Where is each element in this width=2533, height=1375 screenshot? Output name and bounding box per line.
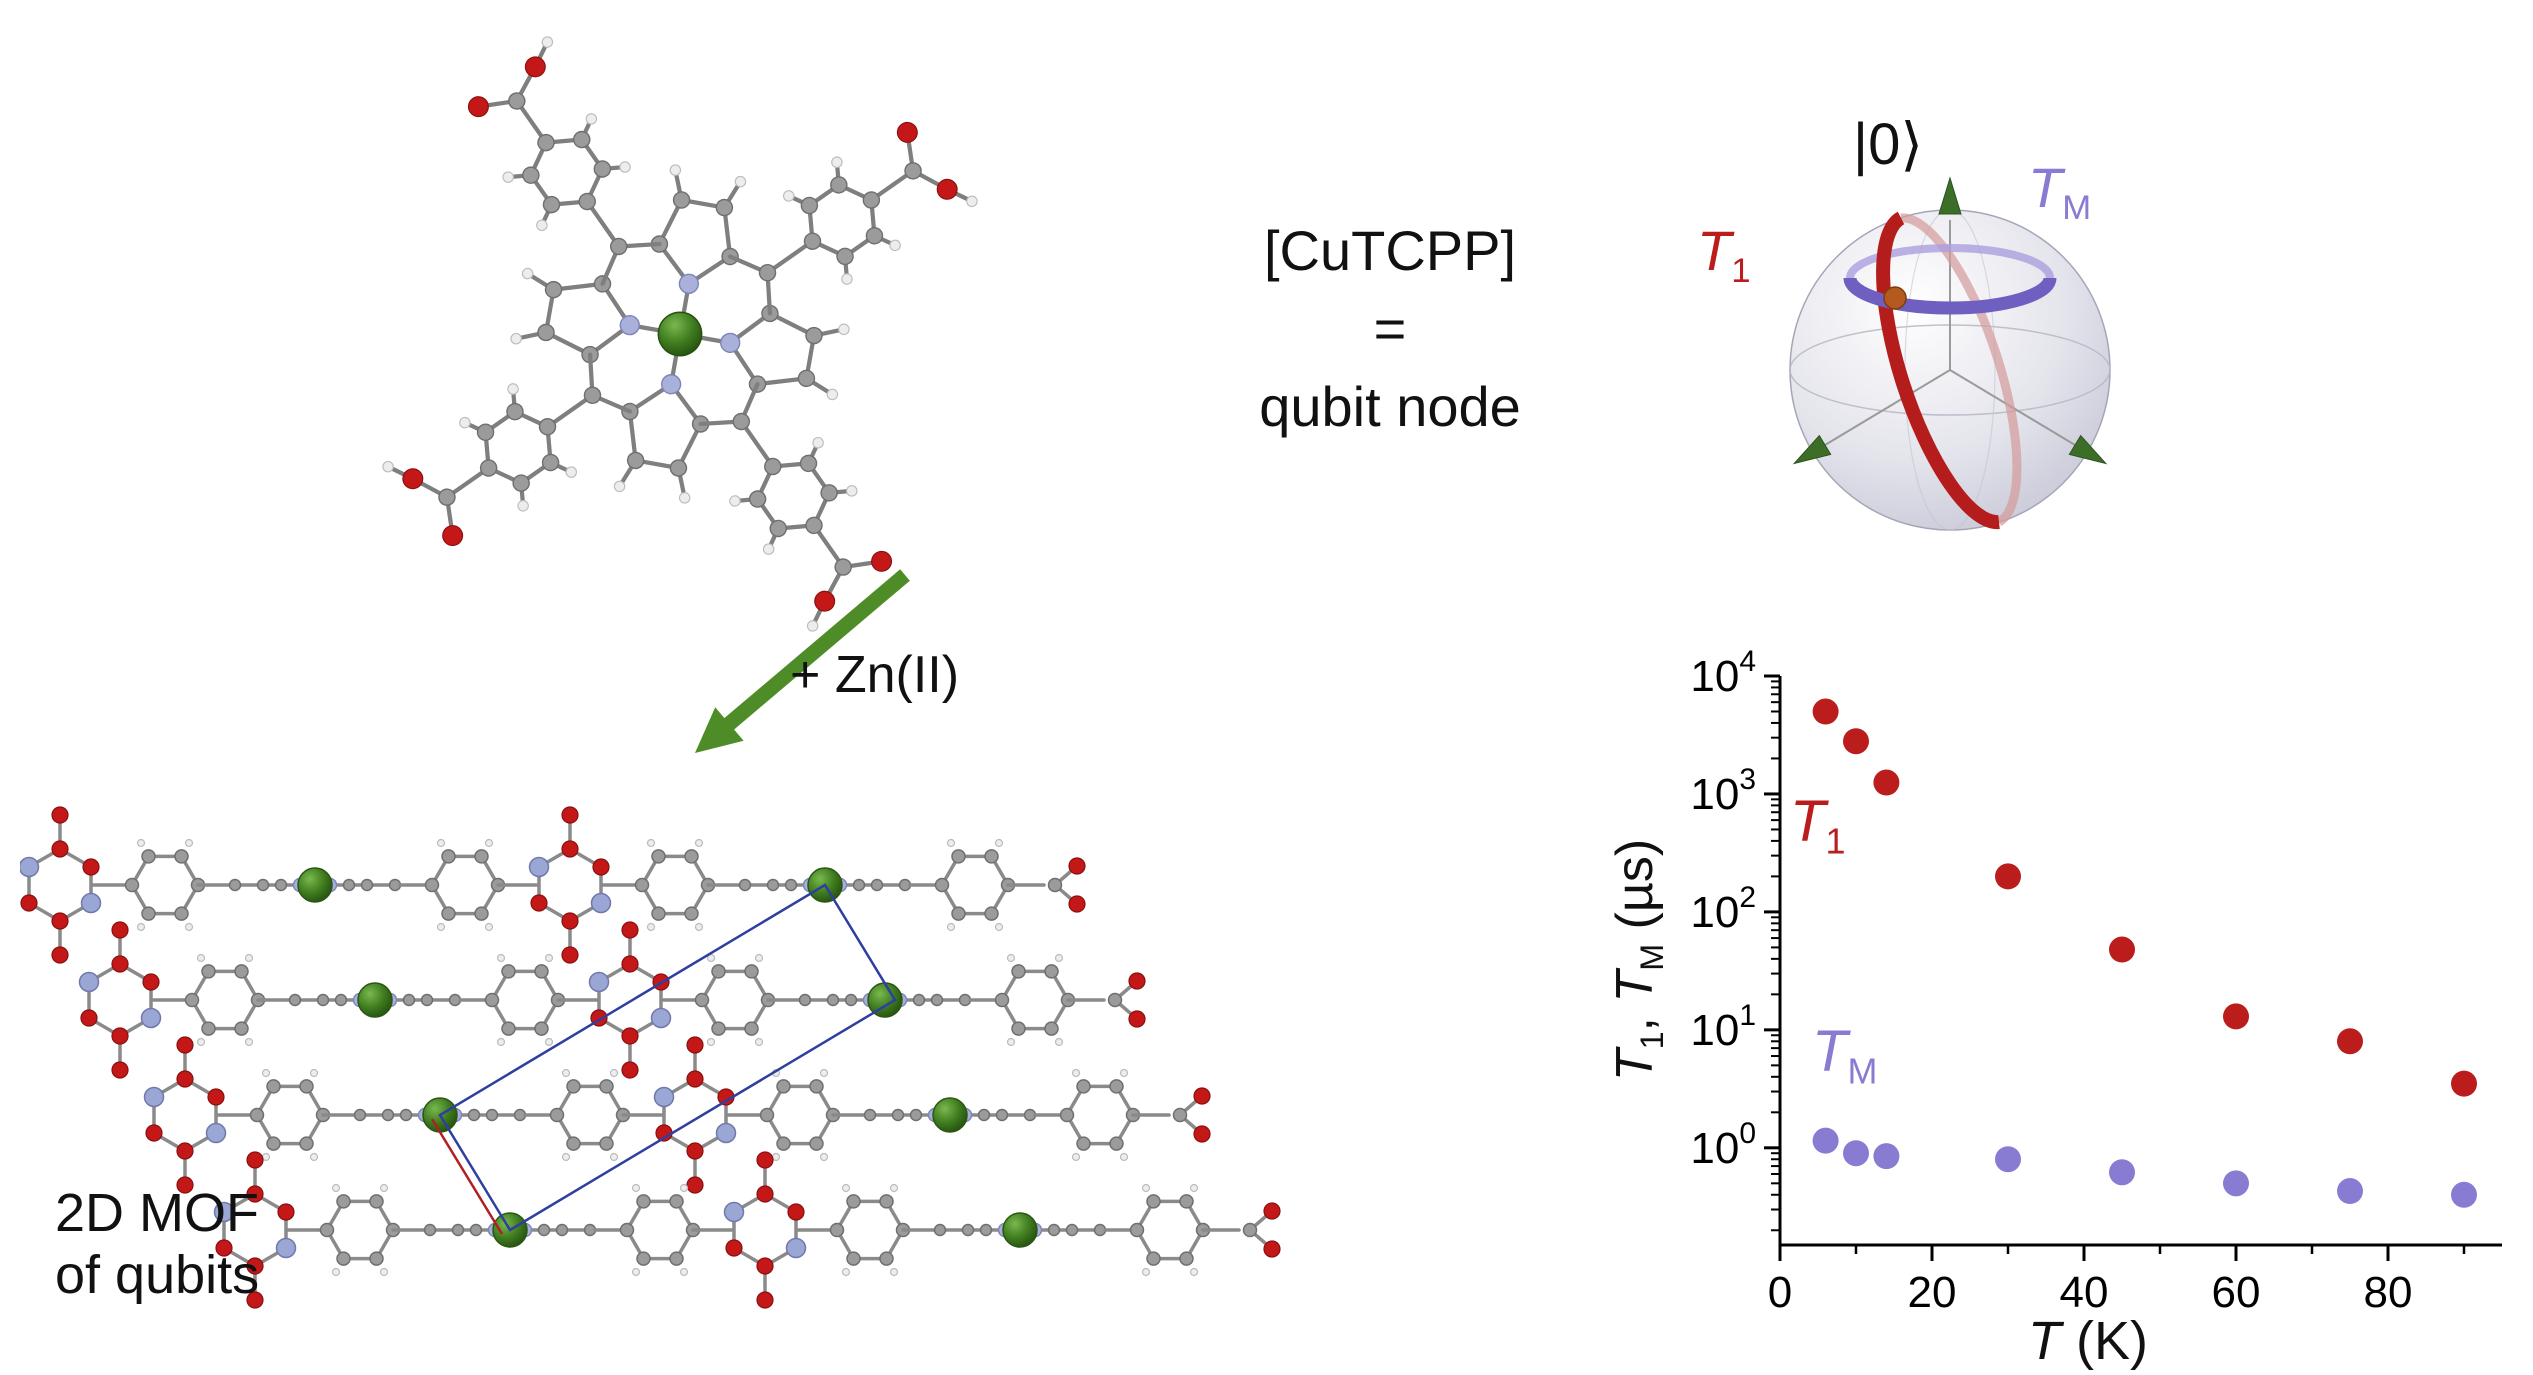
reaction-reagent-label: + Zn(II) bbox=[790, 646, 960, 704]
bloch-tm-main: T bbox=[2028, 156, 2063, 219]
chart-y-axis-label: T1, TM (µs) bbox=[1605, 839, 1671, 1081]
t1-band-front bbox=[1876, 211, 2000, 530]
svg-text:100: 100 bbox=[1690, 1117, 1756, 1173]
ylabel-t1: T bbox=[1605, 1049, 1664, 1082]
cu-atom bbox=[657, 311, 703, 357]
t1-band-back bbox=[1900, 213, 2022, 526]
tm-ring-front bbox=[1843, 277, 2057, 315]
bloch-state-label: |0⟩ bbox=[1853, 112, 1923, 177]
mof-caption-line2: of qubits bbox=[55, 1245, 260, 1305]
cutcpp-molecule bbox=[340, 0, 1020, 674]
ylabel-unit: (µs) bbox=[1605, 838, 1664, 944]
chart-t1-label: T1 bbox=[1790, 788, 1845, 863]
tm-ring-back bbox=[1846, 244, 2054, 279]
xlabel-main: T bbox=[2028, 1311, 2061, 1371]
svg-text:20: 20 bbox=[1908, 1268, 1957, 1317]
svg-text:103: 103 bbox=[1690, 763, 1756, 819]
ylabel-tm: T bbox=[1605, 970, 1664, 1003]
chart-t1-main: T bbox=[1790, 789, 1826, 854]
svg-text:40: 40 bbox=[2060, 1268, 2109, 1317]
xlabel-unit: (K) bbox=[2061, 1311, 2148, 1371]
porphyrin-core bbox=[368, 22, 993, 647]
bloch-tm-label: TM bbox=[2028, 155, 2091, 228]
chart-tm-main: T bbox=[1812, 1019, 1848, 1084]
molecule-caption: [CuTCPP] = qubit node bbox=[1180, 212, 1600, 446]
molecule-caption-line2: = bbox=[1373, 297, 1407, 360]
ylabel-tm-sub: M bbox=[1634, 943, 1671, 971]
svg-text:102: 102 bbox=[1690, 881, 1756, 937]
svg-text:0: 0 bbox=[1768, 1268, 1792, 1317]
chart-t1-sub: 1 bbox=[1825, 820, 1846, 862]
svg-text:60: 60 bbox=[2212, 1268, 2261, 1317]
svg-text:101: 101 bbox=[1690, 999, 1756, 1055]
unit-cell-a-axis bbox=[430, 1118, 504, 1235]
unit-cell-outline bbox=[438, 883, 897, 1232]
mof-row-3 bbox=[145, 1037, 1211, 1193]
reaction-arrow bbox=[695, 569, 910, 753]
svg-text:104: 104 bbox=[1690, 645, 1756, 701]
mof-row-1 bbox=[20, 807, 1085, 963]
state-point bbox=[1883, 286, 1907, 310]
chart-tm-sub: M bbox=[1847, 1050, 1878, 1092]
z-axis-arrow bbox=[1938, 177, 1962, 215]
mof-row-4 bbox=[215, 1152, 1281, 1308]
bloch-tm-sub: M bbox=[2062, 189, 2092, 228]
chart-plot-area: 0 20 40 60 80 100 101 102 103 104 bbox=[1690, 645, 2502, 1317]
chart-tm-label: TM bbox=[1812, 1018, 1877, 1093]
ylabel-t1-sub: 1 bbox=[1634, 1031, 1671, 1050]
chart-x-axis-label: T (K) bbox=[2028, 1310, 2148, 1372]
mof-structure bbox=[20, 770, 1360, 1360]
bloch-t1-label: T1 bbox=[1697, 218, 1751, 291]
molecule-caption-line3: qubit node bbox=[1259, 375, 1521, 438]
svg-text:80: 80 bbox=[2364, 1268, 2413, 1317]
molecule-caption-line1: [CuTCPP] bbox=[1263, 219, 1517, 282]
bloch-t1-main: T bbox=[1697, 219, 1732, 282]
mof-row-2 bbox=[80, 922, 1146, 1078]
ylabel-sep: , bbox=[1605, 1002, 1664, 1032]
arrow-shaft bbox=[724, 569, 910, 730]
mof-caption-line1: 2D MOF bbox=[55, 1183, 260, 1243]
bloch-sphere bbox=[1787, 177, 2113, 531]
bloch-t1-sub: 1 bbox=[1731, 252, 1751, 291]
mof-caption: 2D MOF of qubits bbox=[55, 1182, 259, 1306]
arrow-head bbox=[695, 707, 744, 753]
